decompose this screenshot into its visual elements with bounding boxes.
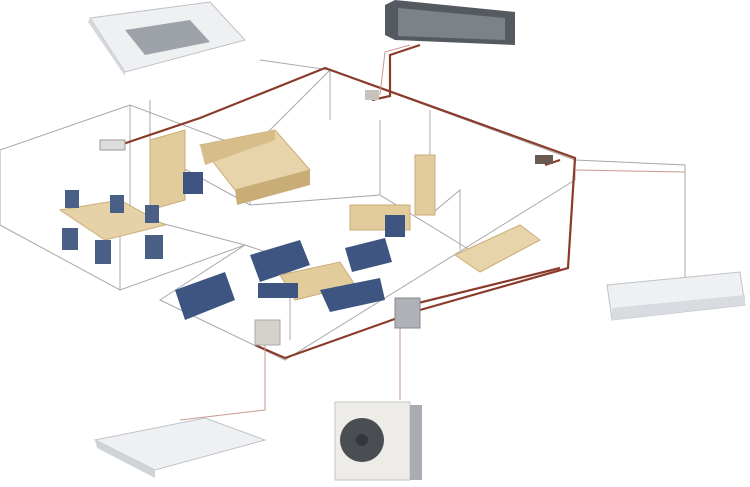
- ducted-unit: [365, 0, 515, 100]
- bedroom-furniture: [149, 129, 311, 211]
- wall-controller: [535, 155, 553, 164]
- outdoor-unit: [334, 401, 422, 481]
- indoor-unit-small: [99, 139, 126, 151]
- dining-furniture: [58, 190, 167, 264]
- wall-mounted-unit: [606, 271, 746, 321]
- floor-ceiling-unit: [93, 417, 267, 478]
- living-room-furniture: [175, 154, 541, 346]
- ceiling-cassette-unit: [88, 1, 246, 76]
